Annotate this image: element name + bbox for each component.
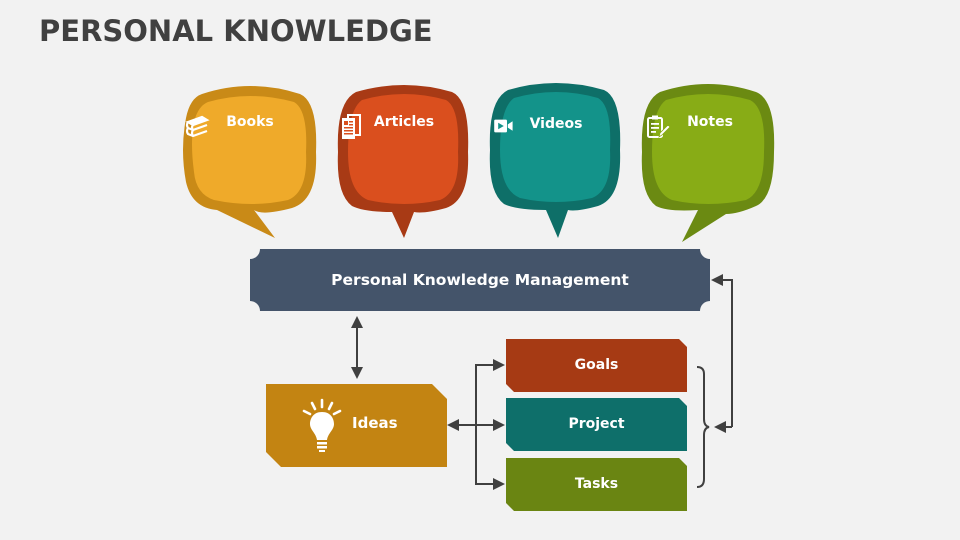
books-icon <box>185 115 210 138</box>
ideas-goals-arrow <box>475 359 505 425</box>
ideas-box: Ideas <box>266 384 447 467</box>
tasks-shape <box>506 458 687 511</box>
pkm-label: Personal Knowledge Management <box>331 271 629 289</box>
source-label: Videos <box>529 116 583 132</box>
lightbulb-icon <box>302 398 342 452</box>
output-tasks: Tasks <box>506 458 687 511</box>
slide-title: PERSONAL KNOWLEDGE <box>39 14 433 48</box>
speech-bubble-shape <box>337 85 469 238</box>
source-bubble-articles: Articles <box>334 82 474 242</box>
source-label: Books <box>226 114 274 130</box>
output-goals: Goals <box>506 339 687 392</box>
speech-bubble-shape <box>489 83 621 238</box>
banner-shape <box>250 249 710 311</box>
output-label: Goals <box>574 357 619 373</box>
speech-bubble-shape <box>183 86 317 238</box>
brace-bracket <box>696 366 710 488</box>
output-label: Tasks <box>574 476 619 492</box>
newspaper-icon <box>342 114 361 139</box>
goals-shape <box>506 339 687 392</box>
ideas-shape <box>266 384 447 467</box>
source-label: Articles <box>373 114 435 130</box>
video-camera-icon <box>494 119 513 133</box>
source-bubble-videos: Videos <box>486 80 626 240</box>
source-bubble-notes: Notes <box>638 82 778 242</box>
pkm-banner: Personal Knowledge Management <box>250 249 710 311</box>
speech-bubble-shape <box>641 84 775 242</box>
ideas-tasks-arrow <box>475 425 505 490</box>
clipboard-pencil-icon <box>647 115 671 138</box>
project-shape <box>506 398 687 451</box>
output-label: Project <box>568 416 625 432</box>
output-project: Project <box>506 398 687 451</box>
source-bubble-books: Books <box>182 82 322 242</box>
source-label: Notes <box>687 114 733 130</box>
ideas-label: Ideas <box>352 414 398 432</box>
feedback-arrow <box>711 274 733 427</box>
